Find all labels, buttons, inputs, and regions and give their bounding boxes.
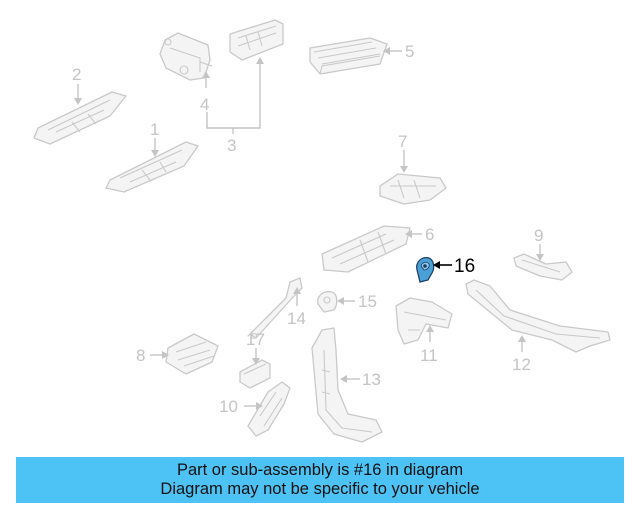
callout-5[interactable]: 5 bbox=[405, 42, 414, 61]
part-1-duct[interactable] bbox=[105, 141, 199, 193]
part-5-filter[interactable] bbox=[309, 37, 388, 75]
callout-2[interactable]: 2 bbox=[72, 65, 81, 84]
callout-15[interactable]: 15 bbox=[358, 292, 377, 311]
callout-11[interactable]: 11 bbox=[420, 346, 438, 365]
callout-3[interactable]: 3 bbox=[227, 136, 236, 155]
part-13-duct[interactable] bbox=[311, 327, 383, 443]
part-17-sensor[interactable] bbox=[239, 359, 271, 389]
callout-16[interactable]: 16 bbox=[454, 256, 475, 277]
callout-7[interactable]: 7 bbox=[398, 132, 407, 151]
callout-17[interactable]: 17 bbox=[246, 330, 265, 349]
callout-9[interactable]: 9 bbox=[534, 226, 543, 245]
callout-10[interactable]: 10 bbox=[219, 397, 238, 416]
callout-1[interactable]: 1 bbox=[150, 120, 159, 139]
callout-14[interactable]: 14 bbox=[287, 309, 306, 328]
caption-banner: Part or sub-assembly is #16 in diagram D… bbox=[16, 457, 624, 503]
part-12-duct[interactable] bbox=[465, 279, 611, 353]
callout-12[interactable]: 12 bbox=[512, 355, 531, 374]
callout-8[interactable]: 8 bbox=[136, 346, 145, 365]
part-15-clip[interactable] bbox=[317, 290, 338, 313]
part-2-duct[interactable] bbox=[33, 91, 127, 145]
callout-13[interactable]: 13 bbox=[362, 370, 381, 389]
part-4-actuator[interactable] bbox=[159, 32, 213, 81]
part-8-vent[interactable] bbox=[165, 333, 219, 375]
parts-diagram: 1 2 3 4 5 6 7 8 9 10 11 12 13 14 15 16 1… bbox=[33, 19, 611, 443]
part-11-duct[interactable] bbox=[395, 297, 453, 345]
part-14-rod[interactable] bbox=[249, 277, 303, 340]
part-6-vent[interactable] bbox=[321, 225, 411, 273]
caption-line-1: Part or sub-assembly is #16 in diagram bbox=[176, 461, 464, 479]
callout-6[interactable]: 6 bbox=[425, 225, 434, 244]
leader-16 bbox=[433, 261, 452, 269]
part-7-vent[interactable] bbox=[379, 173, 447, 205]
part-9-bracket[interactable] bbox=[513, 253, 573, 281]
caption-line-2: Diagram may not be specific to your vehi… bbox=[160, 480, 480, 498]
part-10-duct[interactable] bbox=[247, 381, 291, 437]
leader-lines bbox=[74, 47, 544, 410]
callout-4[interactable]: 4 bbox=[200, 95, 209, 114]
part-3-vent[interactable] bbox=[229, 19, 284, 61]
callout-labels: 1 2 3 4 5 6 7 8 9 10 11 12 13 14 15 16 1… bbox=[72, 42, 543, 416]
part-16-highlighted[interactable] bbox=[416, 257, 435, 283]
